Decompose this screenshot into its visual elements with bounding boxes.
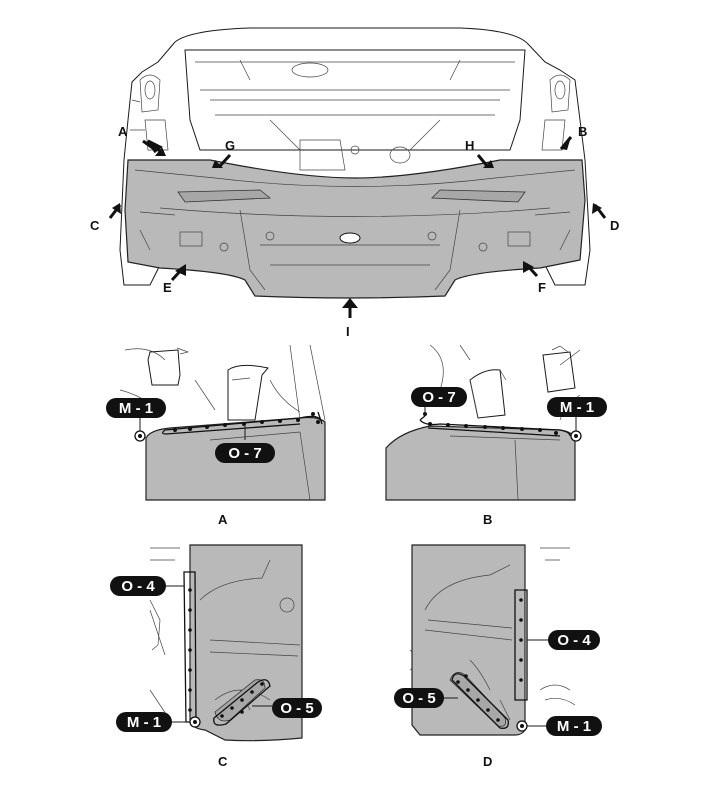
detail-view-b — [385, 344, 582, 501]
svg-text:M - 1: M - 1 — [127, 714, 161, 731]
svg-text:M - 1: M - 1 — [119, 400, 153, 417]
svg-text:M - 1: M - 1 — [557, 718, 591, 735]
callout-a-o7: O - 7 — [215, 443, 275, 463]
arrow-label-i: I — [346, 324, 350, 339]
overview-arrow-labels: A B C D E F G H I — [90, 124, 619, 339]
caption-view-a: A — [218, 512, 228, 527]
svg-text:O - 4: O - 4 — [557, 632, 591, 649]
callout-d-o5: O - 5 — [394, 688, 444, 708]
svg-text:O - 4: O - 4 — [121, 578, 155, 595]
svg-text:O - 7: O - 7 — [228, 445, 261, 462]
arrow-label-e: E — [163, 280, 172, 295]
callout-d-o4: O - 4 — [548, 630, 600, 650]
caption-view-c: C — [218, 754, 228, 769]
callout-b-o7: O - 7 — [411, 387, 467, 407]
arrow-label-b: B — [578, 124, 587, 139]
callout-a-m1: M - 1 — [106, 398, 166, 418]
arrow-label-c: C — [90, 218, 100, 233]
svg-text:O - 7: O - 7 — [422, 389, 455, 406]
svg-text:O - 5: O - 5 — [280, 700, 313, 717]
svg-text:M - 1: M - 1 — [560, 399, 594, 416]
overview-body-view — [119, 27, 591, 299]
arrow-label-a: A — [118, 124, 128, 139]
callout-c-o5: O - 5 — [272, 698, 322, 718]
arrow-label-g: G — [225, 138, 235, 153]
overview-arrows — [108, 136, 607, 318]
callout-c-m1: M - 1 — [116, 712, 172, 732]
caption-view-d: D — [483, 754, 492, 769]
caption-view-b: B — [483, 512, 492, 527]
detail-view-d — [409, 544, 576, 736]
arrow-label-d: D — [610, 218, 619, 233]
detail-view-a — [119, 344, 326, 501]
arrow-label-f: F — [538, 280, 546, 295]
callout-d-m1: M - 1 — [546, 716, 602, 736]
callout-c-o4: O - 4 — [110, 576, 166, 596]
callout-b-m1: M - 1 — [547, 397, 607, 417]
detail-view-c — [149, 544, 303, 742]
svg-text:O - 5: O - 5 — [402, 690, 435, 707]
arrow-label-h: H — [465, 138, 474, 153]
